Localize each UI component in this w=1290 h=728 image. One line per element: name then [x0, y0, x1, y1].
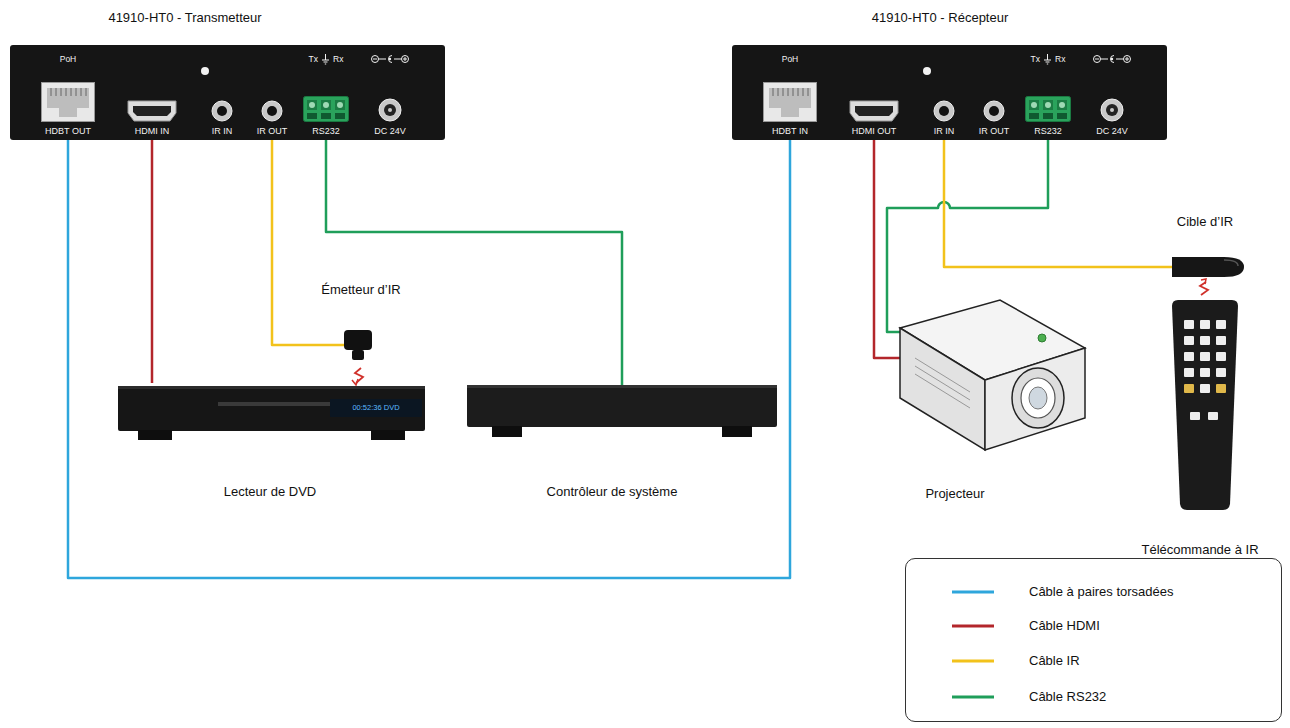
- target-drawing: [1172, 254, 1244, 280]
- legend-swatch: [950, 614, 996, 638]
- legend-swatch-line: [952, 695, 994, 698]
- ir-in-port: IR IN: [211, 53, 233, 137]
- pin-name: Rx: [1055, 53, 1065, 65]
- ir-out-port: IR OUT: [979, 53, 1010, 137]
- port-top: PoH: [60, 53, 77, 65]
- port-label: HDMI IN: [135, 126, 170, 137]
- projector: Projecteur: [900, 300, 1085, 465]
- display-readout: 00:52:36 DVD: [332, 401, 420, 415]
- transmitter-panel: 41910-HT0 - TransmetteurPoHHDBT OUTHDMI …: [10, 45, 445, 140]
- legend-swatch-line: [952, 590, 994, 593]
- polarity-symbol: [1093, 54, 1131, 64]
- legend-row: Câble IR: [906, 649, 1281, 673]
- port-top: [1093, 53, 1131, 65]
- device-name: Contrôleur de système: [547, 484, 678, 500]
- port-top: Tx Rx: [309, 53, 344, 65]
- ir-cable: [272, 137, 344, 345]
- remote-drawing: [1172, 300, 1238, 512]
- legend-box: Câble à paires torsadéesCâble HDMI Câble …: [905, 558, 1282, 722]
- port-label: HDBT OUT: [45, 126, 91, 137]
- emitter-drawing: [344, 326, 378, 364]
- legend-text: Câble HDMI: [1029, 614, 1100, 638]
- receiver-panel: 41910-HT0 - RécepteurPoHHDBT INHDMI OUTI…: [732, 45, 1167, 140]
- legend-row: Câble RS232: [906, 685, 1281, 709]
- hdmi-connector: [127, 100, 177, 122]
- port-top: [371, 53, 409, 65]
- port-caption: PoH: [782, 53, 799, 65]
- power-port: DC 24V: [1093, 53, 1131, 137]
- term-connector: [1025, 96, 1071, 122]
- port-label: RS232: [312, 126, 340, 137]
- port-label: DC 24V: [374, 126, 406, 137]
- port-label: IR OUT: [979, 126, 1010, 137]
- port-label: HDMI OUT: [852, 126, 897, 137]
- legend-swatch: [950, 649, 996, 673]
- ground-symbol: [321, 54, 330, 65]
- rs232-cable: [326, 137, 622, 385]
- device-name: Émetteur d’IR: [321, 282, 400, 298]
- device-name: 41910-HT0 - Transmetteur: [108, 10, 261, 26]
- legend-text: Câble à paires torsadées: [1029, 580, 1174, 604]
- ctrl-drawing: [467, 385, 777, 437]
- power-port: DC 24V: [371, 53, 409, 137]
- polarity-symbol: [371, 54, 409, 64]
- port-label: IR IN: [212, 126, 233, 137]
- system-controller: Contrôleur de système: [467, 385, 777, 437]
- pin-name: Tx: [309, 53, 318, 65]
- port-caption: PoH: [60, 53, 77, 65]
- legend-text: Câble IR: [1029, 649, 1080, 673]
- port-label: DC 24V: [1096, 126, 1128, 137]
- ground-symbol: [1043, 54, 1052, 65]
- dc-connector: [1100, 98, 1124, 122]
- hdmi-port: HDMI OUT: [849, 53, 899, 137]
- legend-text: Câble RS232: [1029, 685, 1106, 709]
- jack-connector: [211, 100, 233, 122]
- device-name: Projecteur: [925, 486, 984, 502]
- proj-drawing: [900, 300, 1085, 465]
- port-top: PoH: [782, 53, 799, 65]
- ir-in-port: IR IN: [933, 53, 955, 137]
- device-name: 41910-HT0 - Récepteur: [872, 10, 1009, 26]
- legend-swatch: [950, 685, 996, 709]
- port-top: Tx Rx: [1031, 53, 1066, 65]
- legend-swatch: [950, 580, 996, 604]
- ir-emitter: Émetteur d’IR: [344, 326, 378, 364]
- device-name: Lecteur de DVD: [224, 484, 317, 500]
- rs232-port: Tx RxRS232: [303, 53, 349, 137]
- hdmi-port: HDMI IN: [127, 53, 177, 137]
- legend-row: Câble à paires torsadées: [906, 580, 1281, 604]
- jack-connector: [983, 100, 1005, 122]
- port-label: HDBT IN: [772, 126, 808, 137]
- legend-swatch-line: [952, 659, 994, 662]
- legend-swatch-line: [952, 624, 994, 627]
- term-connector: [303, 96, 349, 122]
- pin-name: Tx: [1031, 53, 1040, 65]
- dc-connector: [378, 98, 402, 122]
- port-label: RS232: [1034, 126, 1062, 137]
- ir-remote: Télécommande à IR: [1172, 300, 1238, 512]
- ir-target: Cible d’IR: [1172, 254, 1244, 280]
- jack-connector: [933, 100, 955, 122]
- twisted-pair-cable: [68, 137, 790, 578]
- legend-row: Câble HDMI: [906, 614, 1281, 638]
- hdbt-port: PoH HDBT IN: [763, 53, 817, 137]
- ir-out-port: IR OUT: [257, 53, 288, 137]
- hdbt-port: PoH HDBT OUT: [41, 53, 95, 137]
- rs232-port: Tx RxRS232: [1025, 53, 1071, 137]
- rj45-connector: [41, 82, 95, 122]
- rj45-connector: [763, 82, 817, 122]
- device-name: Télécommande à IR: [1141, 542, 1258, 558]
- port-label: IR OUT: [257, 126, 288, 137]
- port-label: IR IN: [934, 126, 955, 137]
- jack-connector: [261, 100, 283, 122]
- rs232-cable: [887, 137, 1048, 332]
- ir-cable: [944, 137, 1172, 267]
- hdmi-connector: [849, 100, 899, 122]
- hdmi-cable: [151, 137, 154, 383]
- device-name: Cible d’IR: [1177, 214, 1233, 230]
- pin-name: Rx: [333, 53, 343, 65]
